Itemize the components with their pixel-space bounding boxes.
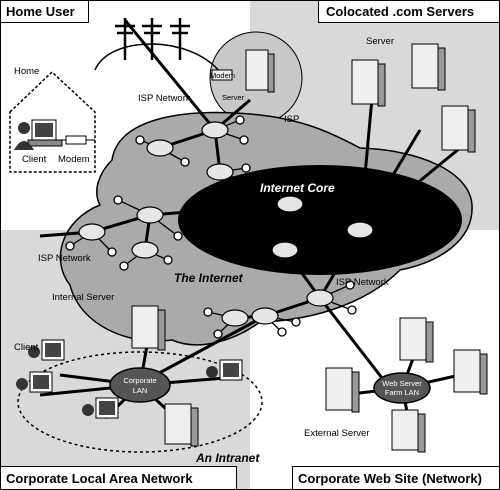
intranet-boundary bbox=[17, 351, 263, 453]
home-client-computer bbox=[14, 119, 63, 150]
label-web-farm-line1: Web Server bbox=[382, 379, 422, 388]
title-corporate-lan: Corporate Local Area Network bbox=[6, 471, 193, 486]
title-home-user: Home User bbox=[6, 4, 75, 19]
web-servers bbox=[325, 317, 488, 453]
colocated-servers bbox=[351, 43, 476, 153]
label-corporate-client: Client bbox=[14, 342, 39, 353]
phone-wire bbox=[94, 43, 221, 73]
label-home: Home bbox=[14, 66, 39, 77]
label-home-client: Client bbox=[22, 154, 47, 165]
utility-poles bbox=[115, 18, 190, 60]
label-external-server: External Server bbox=[304, 428, 369, 439]
corporate-clients bbox=[16, 339, 243, 419]
title-box-home: Home User bbox=[0, 0, 89, 23]
label-isp-modem: Modem bbox=[210, 71, 235, 80]
internet-core bbox=[178, 165, 462, 275]
label-web-farm-line2: Farm LAN bbox=[385, 388, 419, 397]
label-home-modem: Modem bbox=[58, 154, 90, 165]
router-nodes bbox=[78, 121, 374, 327]
label-isp-network-right: ISP Network bbox=[336, 277, 389, 288]
label-isp: ISP bbox=[284, 114, 299, 125]
title-colocated-servers: Colocated .com Servers bbox=[326, 4, 474, 19]
title-box-web-site: Corporate Web Site (Network) bbox=[292, 466, 500, 490]
label-corporate-lan-line1: Corporate bbox=[123, 376, 156, 385]
internal-server bbox=[131, 305, 199, 447]
label-corporate-lan-line2: LAN bbox=[133, 386, 148, 395]
label-an-intranet: An Intranet bbox=[195, 451, 260, 465]
ring-nodes bbox=[65, 115, 357, 339]
label-isp-network-left: ISP Network bbox=[38, 253, 91, 264]
label-isp-server: Server bbox=[222, 93, 245, 102]
label-isp-network-top: ISP Network bbox=[138, 93, 191, 104]
label-server: Server bbox=[366, 36, 394, 47]
title-box-corporate-lan: Corporate Local Area Network bbox=[0, 466, 237, 490]
home-modem bbox=[56, 135, 95, 145]
isp-server bbox=[211, 49, 275, 93]
title-box-colocated: Colocated .com Servers bbox=[318, 0, 500, 23]
label-internal-server: Internal Server bbox=[52, 292, 114, 303]
label-the-internet: The Internet bbox=[174, 271, 244, 285]
title-corporate-web-site: Corporate Web Site (Network) bbox=[298, 471, 482, 486]
label-internet-core: Internet Core bbox=[260, 181, 335, 195]
